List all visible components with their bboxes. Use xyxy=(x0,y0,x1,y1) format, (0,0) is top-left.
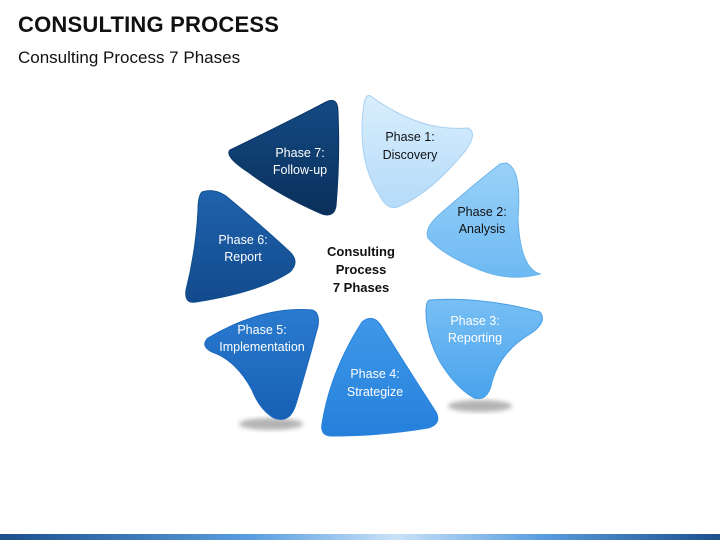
phase-3-title: Phase 3: xyxy=(450,314,499,328)
center-title-line-1: Consulting xyxy=(327,244,395,259)
phase-6-petal[interactable]: Phase 6: Report xyxy=(185,190,296,303)
phase-1-petal[interactable]: Phase 1: Discovery xyxy=(361,95,473,209)
phase-4-petal[interactable]: Phase 4: Strategize xyxy=(321,318,439,437)
phase-7-title: Phase 7: xyxy=(275,146,324,160)
phase-3-label: Reporting xyxy=(448,331,502,345)
phase-4-title: Phase 4: xyxy=(350,367,399,381)
phase-7-label: Follow-up xyxy=(273,163,327,177)
page-title: CONSULTING PROCESS xyxy=(18,12,280,37)
phase-1-title: Phase 1: xyxy=(385,130,434,144)
phase-3-petal[interactable]: Phase 3: Reporting xyxy=(425,298,543,400)
phase-6-label: Report xyxy=(224,250,262,264)
phase-2-petal[interactable]: Phase 2: Analysis xyxy=(426,162,542,278)
center-title-line-3: 7 Phases xyxy=(333,280,389,295)
phase-1-label: Discovery xyxy=(383,148,439,162)
center-title-line-2: Process xyxy=(336,262,387,277)
phase-7-petal[interactable]: Phase 7: Follow-up xyxy=(228,99,340,216)
phase-5-label: Implementation xyxy=(219,340,305,354)
phase-2-label: Analysis xyxy=(459,222,506,236)
phase-6-title: Phase 6: xyxy=(218,233,267,247)
phase-2-title: Phase 2: xyxy=(457,205,506,219)
phase-5-title: Phase 5: xyxy=(237,323,286,337)
bottom-accent-bar xyxy=(0,534,720,540)
petal-shadow xyxy=(448,400,512,412)
phase-4-label: Strategize xyxy=(347,385,403,399)
page-subtitle: Consulting Process 7 Phases xyxy=(18,48,241,67)
petal-shadow xyxy=(239,418,303,430)
phase-5-petal[interactable]: Phase 5: Implementation xyxy=(204,309,319,420)
